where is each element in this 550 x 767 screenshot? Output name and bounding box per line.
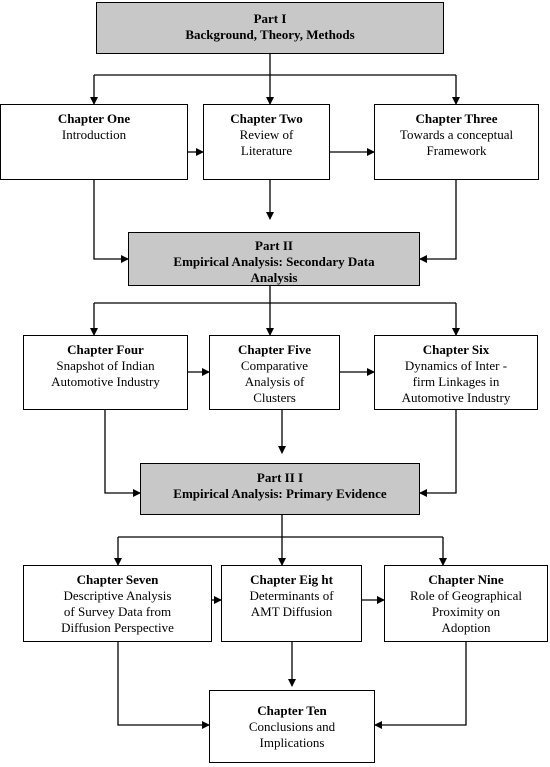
chapter-eight-title: Chapter Eig ht xyxy=(250,572,333,587)
chapter-nine-title: Chapter Nine xyxy=(428,572,504,587)
part-two-title: Part II xyxy=(255,238,293,253)
chapter-three-text: Towards a conceptual Framework xyxy=(399,127,514,158)
part-one-subtitle: Background, Theory, Methods xyxy=(185,27,355,42)
chapter-four-title: Chapter Four xyxy=(67,342,144,357)
chapter-six-box: Chapter Six Dynamics of Inter - firm Lin… xyxy=(374,335,538,410)
arrow xyxy=(419,410,457,497)
chapter-four-box: Chapter Four Snapshot of Indian Automoti… xyxy=(23,335,188,410)
chapter-nine-box: Chapter Nine Role of Geographical Proxim… xyxy=(384,565,548,642)
chapter-two-box: Chapter Two Review of Literature xyxy=(203,104,330,180)
arrow xyxy=(104,410,141,497)
part-three-title: Part II I xyxy=(256,470,304,485)
part-two-box: Part II Empirical Analysis: Secondary Da… xyxy=(128,232,420,286)
chapter-seven-title: Chapter Seven xyxy=(76,572,159,587)
chapter-five-box: Chapter Five Comparative Analysis of Clu… xyxy=(209,335,340,410)
chapter-five-text: Comparative Analysis of Clusters xyxy=(240,358,309,405)
chapter-five-title: Chapter Five xyxy=(237,342,312,357)
arrow xyxy=(93,180,129,263)
chapter-ten-text: Conclusions and Implications xyxy=(248,719,336,750)
chapter-seven-box: Chapter Seven Descriptive Analysis of Su… xyxy=(23,565,212,642)
chapter-ten-title: Chapter Ten xyxy=(257,703,327,718)
chapter-one-title: Chapter One xyxy=(57,111,131,126)
chapter-two-text: Review of Literature xyxy=(239,127,294,158)
chapter-seven-text: Descriptive Analysis of Survey Data from… xyxy=(61,588,174,635)
part-one-title: Part I xyxy=(253,11,287,26)
part-three-subtitle: Empirical Analysis: Primary Evidence xyxy=(173,486,387,501)
chapter-ten-box: Chapter Ten Conclusions and Implications xyxy=(209,690,375,763)
chapter-eight-box: Chapter Eig ht Determinants of AMT Diffu… xyxy=(221,565,362,642)
arrow xyxy=(374,642,467,729)
part-two-subtitle: Empirical Analysis: Secondary Data Analy… xyxy=(173,254,375,285)
part-three-box: Part II I Empirical Analysis: Primary Ev… xyxy=(140,463,420,515)
arrow xyxy=(419,180,457,263)
chapter-six-text: Dynamics of Inter - firm Linkages in Aut… xyxy=(401,358,511,405)
chapter-eight-text: Determinants of AMT Diffusion xyxy=(249,588,334,619)
chapter-six-title: Chapter Six xyxy=(422,342,490,357)
part-one-box: Part I Background, Theory, Methods xyxy=(96,2,444,54)
chapter-one-box: Chapter One Introduction xyxy=(0,104,188,180)
chapter-three-title: Chapter Three xyxy=(415,111,498,126)
arrow xyxy=(117,642,210,729)
chapter-nine-text: Role of Geographical Proximity on Adopti… xyxy=(410,588,522,635)
chapter-three-box: Chapter Three Towards a conceptual Frame… xyxy=(374,104,539,180)
chapter-one-text: Introduction xyxy=(61,127,127,142)
chapter-two-title: Chapter Two xyxy=(230,111,303,126)
chapter-four-text: Snapshot of Indian Automotive Industry xyxy=(51,358,160,389)
